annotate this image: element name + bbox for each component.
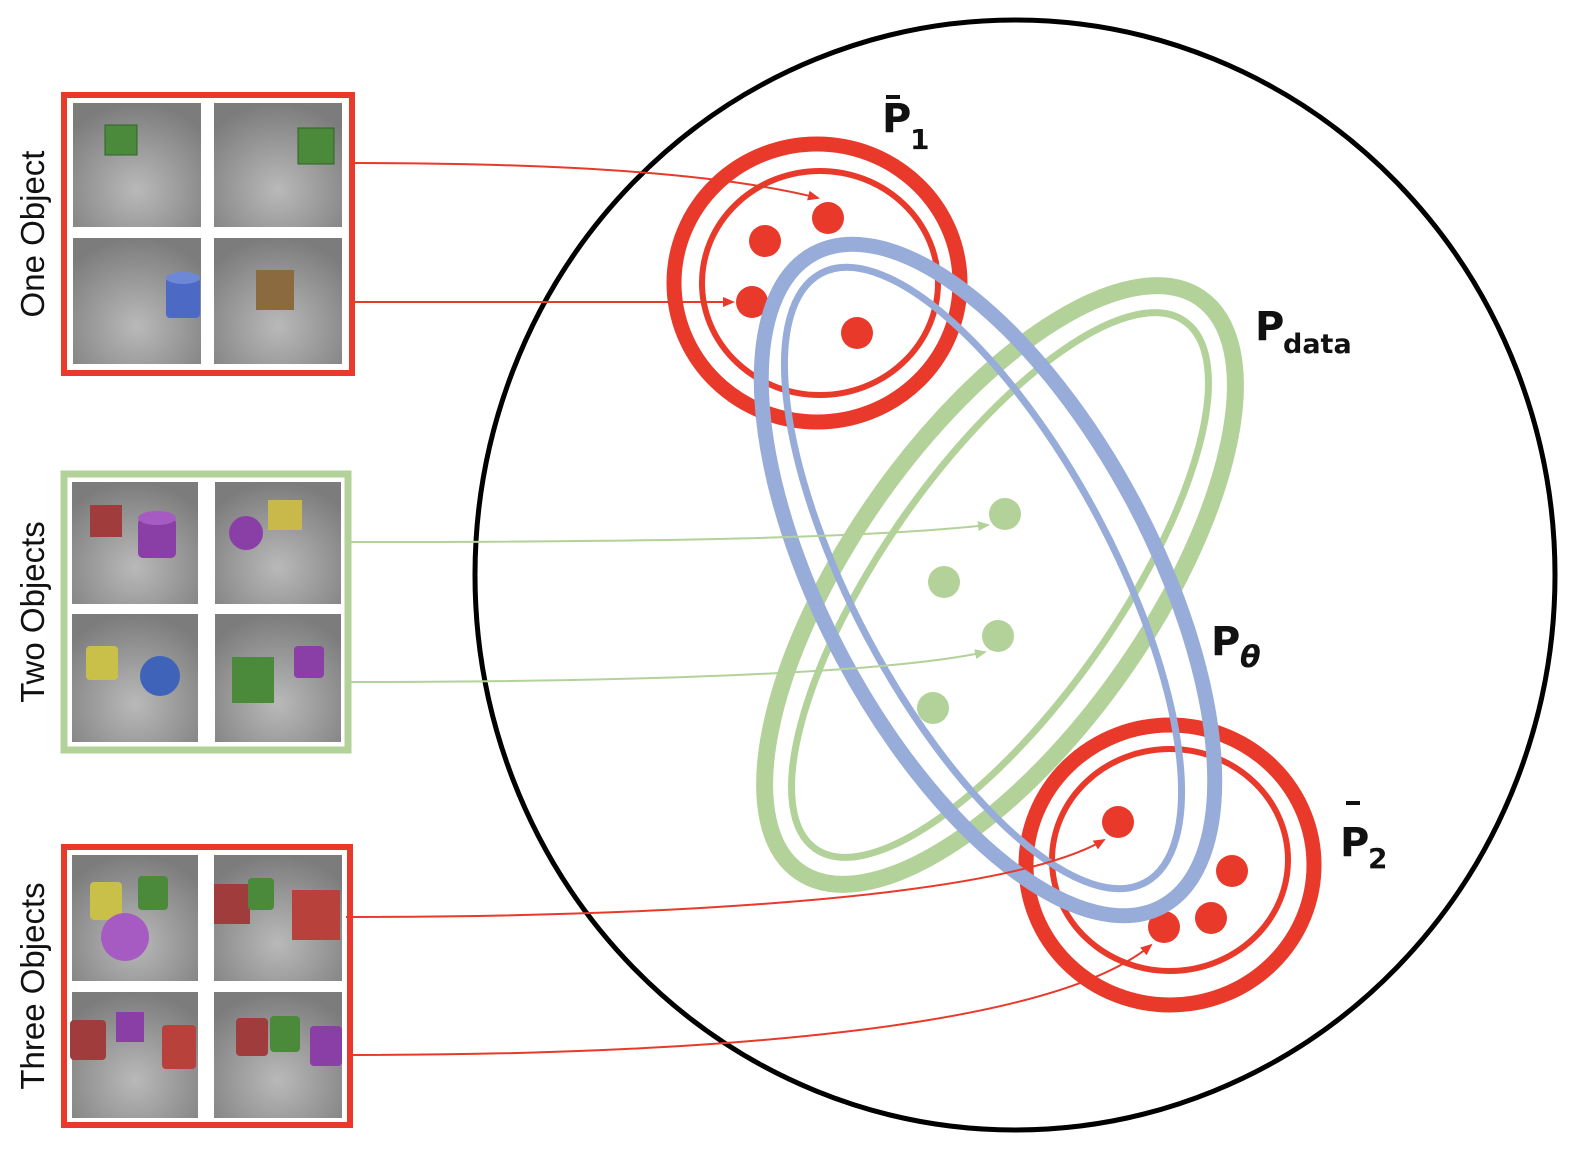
sample-dot bbox=[1195, 902, 1227, 934]
label-p-data: P data bbox=[1255, 304, 1352, 360]
thumbnail-grid bbox=[72, 482, 341, 742]
objects bbox=[104, 124, 335, 318]
sample-dot bbox=[736, 286, 768, 318]
label-three-objects: Three Objects bbox=[14, 882, 51, 1089]
label-one-object: One Object bbox=[14, 151, 51, 318]
p-data-base: P bbox=[1255, 304, 1284, 350]
label-two-objects: Two Objects bbox=[14, 521, 51, 703]
p-theta-base: P bbox=[1211, 619, 1240, 665]
p-theta-sub: θ bbox=[1240, 640, 1261, 675]
p1-bar-sub: 1 bbox=[910, 123, 929, 156]
sample-dot bbox=[841, 317, 873, 349]
p-data-sub: data bbox=[1283, 329, 1352, 360]
label-p1-bar: P 1 bbox=[882, 95, 929, 156]
sample-dot bbox=[989, 498, 1021, 530]
mapping-arrows bbox=[345, 162, 1153, 1056]
sample-dot bbox=[928, 566, 960, 598]
bar-mark bbox=[1346, 801, 1360, 805]
sample-dot bbox=[1102, 806, 1134, 838]
p2-bar-sub: 2 bbox=[1368, 842, 1387, 875]
space-boundary-circle bbox=[472, 17, 1558, 1133]
sample-dot bbox=[812, 202, 844, 234]
label-p-theta: P θ bbox=[1211, 619, 1261, 675]
arrow-red bbox=[351, 162, 820, 201]
sample-dot bbox=[1148, 911, 1180, 943]
label-p2-bar: P 2 bbox=[1340, 801, 1387, 875]
p-theta-region bbox=[753, 236, 1223, 924]
arrow-red bbox=[345, 839, 1106, 918]
arrow-red bbox=[349, 943, 1153, 1056]
objects bbox=[70, 876, 342, 1069]
arrow-green bbox=[349, 649, 987, 683]
bar-mark bbox=[886, 95, 900, 99]
p-data-region bbox=[756, 277, 1244, 893]
sample-dot bbox=[749, 225, 781, 257]
sample-dot bbox=[982, 620, 1014, 652]
sample-dot bbox=[917, 692, 949, 724]
arrow-green bbox=[349, 521, 990, 543]
p1-bar-region bbox=[666, 136, 968, 430]
sample-dot bbox=[1216, 855, 1248, 887]
thumbnail-separators bbox=[72, 103, 342, 1118]
p1-bar-base: P bbox=[882, 96, 911, 142]
p2-bar-region bbox=[1018, 717, 1322, 1013]
p2-bar-base: P bbox=[1340, 820, 1369, 866]
objects bbox=[86, 500, 324, 703]
